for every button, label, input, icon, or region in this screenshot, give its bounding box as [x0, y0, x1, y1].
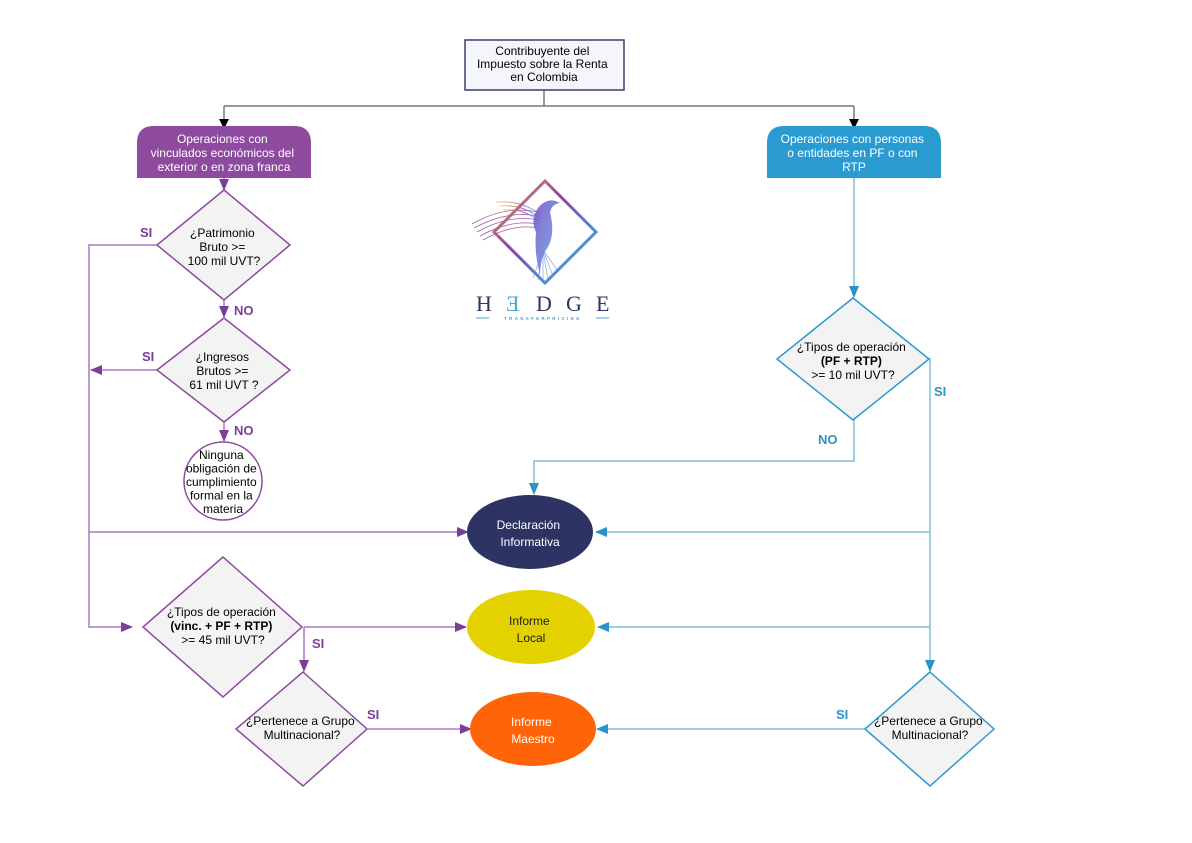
grupo-left-line: ¿Pertenece a Grupo [246, 714, 355, 728]
logo-letter: D [536, 291, 552, 316]
tipos-pf-line: >= 10 mil UVT? [811, 368, 895, 382]
tipos-pf-no-label: NO [818, 432, 838, 447]
patrimonio-no-label: NO [234, 303, 254, 318]
root-connectors [219, 90, 859, 129]
root-line: Contribuyente del [495, 44, 589, 58]
outcome-informe-maestro[interactable]: Informe Maestro [470, 692, 596, 766]
logo-tagline: TRANSFERPRICING [504, 316, 582, 321]
decision-tipos-vinc[interactable]: ¿Tipos de operación (vinc. + PF + RTP) >… [141, 556, 304, 698]
root-line: Impuesto sobre la Renta [477, 57, 608, 71]
maestro-line: Maestro [511, 732, 555, 746]
ninguna-line: Ninguna [199, 448, 244, 462]
right-header-line: RTP [842, 160, 866, 174]
svg-text:Operaciones con personas: Operaciones con personas o entidades en … [781, 132, 928, 174]
decision-grupo-right[interactable]: ¿Pertenece a Grupo Multinacional? [863, 670, 996, 788]
tipos-vinc-line: (vinc. + PF + RTP) [170, 619, 272, 633]
svg-text:Informe Maestro: Informe Maestro [511, 715, 555, 746]
grupo-left-line: Multinacional? [264, 728, 341, 742]
patrimonio-line: Bruto >= [199, 240, 245, 254]
left-header-line: vinculados económicos del [151, 146, 294, 160]
decision-tipos-pf[interactable]: ¿Tipos de operación (PF + RTP) >= 10 mil… [775, 297, 931, 421]
decision-ingresos[interactable]: ¿Ingresos Brutos >= 61 mil UVT ? [155, 317, 292, 423]
grupo-left-yes-label: SI [367, 707, 379, 722]
outcome-declaracion-informativa[interactable]: Declaración Informativa [467, 495, 593, 569]
svg-text:¿Tipos de operación (vin: ¿Tipos de operación (vinc. + PF + RTP) >… [167, 605, 279, 647]
ninguna-line: materia [203, 502, 243, 516]
right-header-line: Operaciones con personas [781, 132, 924, 146]
ingresos-yes-label: SI [142, 349, 154, 364]
right-branch-header[interactable]: Operaciones con personas o entidades en … [767, 126, 941, 178]
hedge-logo: H Ǝ D G E TRANSFERPRICING [471, 178, 609, 321]
tipos-pf-yes-label: SI [934, 384, 946, 399]
logo-letter: H [476, 291, 492, 316]
outcome-informe-local[interactable]: Informe Local [467, 590, 595, 664]
decision-grupo-left[interactable]: ¿Pertenece a Grupo Multinacional? [234, 671, 369, 787]
decision-patrimonio[interactable]: ¿Patrimonio Bruto >= 100 mil UVT? [155, 189, 292, 301]
left-branch-header[interactable]: Operaciones con vinculados económicos de… [137, 126, 311, 178]
tipos-pf-line: ¿Tipos de operación [797, 340, 906, 354]
root-node[interactable]: Contribuyente del Impuesto sobre la Rent… [464, 39, 625, 91]
grupo-right-line: Multinacional? [892, 728, 969, 742]
declaracion-line: Declaración [497, 518, 560, 532]
maestro-line: Informe [511, 715, 552, 729]
declaracion-line: Informativa [500, 535, 560, 549]
svg-text:H Ǝ D G: H Ǝ D G E [476, 291, 609, 316]
logo-letter: Ǝ [506, 291, 519, 316]
tipos-vinc-yes-label: SI [312, 636, 324, 651]
ingresos-no-label: NO [234, 423, 254, 438]
ninguna-obligacion-node[interactable]: Ninguna obligación de cumplimiento forma… [183, 441, 263, 521]
ninguna-line: formal en la [190, 489, 253, 503]
svg-text:¿Ingresos Brutos >=: ¿Ingresos Brutos >= 61 mil UVT ? [189, 350, 258, 392]
grupo-right-yes-label: SI [836, 707, 848, 722]
ingresos-line: Brutos >= [196, 364, 248, 378]
left-connectors [88, 178, 472, 734]
grupo-right-line: ¿Pertenece a Grupo [874, 714, 983, 728]
patrimonio-yes-label: SI [140, 225, 152, 240]
root-line: en Colombia [510, 70, 578, 84]
ninguna-line: obligación de [186, 462, 257, 476]
tipos-vinc-line: ¿Tipos de operación [167, 605, 276, 619]
ingresos-line: 61 mil UVT ? [189, 378, 258, 392]
logo-letter: G [566, 291, 582, 316]
svg-text:¿Tipos de operación (PF: ¿Tipos de operación (PF + RTP) >= 10 mil… [797, 340, 909, 382]
svg-text:¿Patrimonio Bruto >=: ¿Patrimonio Bruto >= 100 mil UVT? [188, 226, 261, 268]
left-header-line: exterior o en zona franca [158, 160, 291, 174]
patrimonio-line: 100 mil UVT? [188, 254, 261, 268]
ingresos-line: ¿Ingresos [196, 350, 249, 364]
right-connectors [529, 178, 935, 734]
svg-text:Operaciones con vinculad: Operaciones con vinculados económicos de… [151, 132, 298, 174]
svg-text:¿Pertenece a Grupo Multi: ¿Pertenece a Grupo Multinacional? [874, 714, 986, 742]
svg-text:Contribuyente del Impues: Contribuyente del Impuesto sobre la Rent… [477, 44, 611, 84]
logo-letter: E [596, 291, 609, 316]
hummingbird-diamond-icon [471, 178, 599, 286]
patrimonio-line: ¿Patrimonio [190, 226, 255, 240]
ninguna-line: cumplimiento [186, 475, 257, 489]
local-line: Local [517, 631, 546, 645]
left-header-line: Operaciones con [177, 132, 268, 146]
tipos-pf-line: (PF + RTP) [821, 354, 882, 368]
svg-text:Declaración Informativa: Declaración Informativa [497, 518, 564, 549]
svg-text:Informe Local: Informe Local [509, 614, 553, 645]
svg-text:Ninguna obligación de: Ninguna obligación de cumplimiento forma… [186, 448, 260, 516]
right-header-line: o entidades en PF o con [787, 146, 917, 160]
svg-text:¿Pertenece a Grupo Multi: ¿Pertenece a Grupo Multinacional? [246, 714, 358, 742]
tipos-vinc-line: >= 45 mil UVT? [181, 633, 265, 647]
local-line: Informe [509, 614, 550, 628]
